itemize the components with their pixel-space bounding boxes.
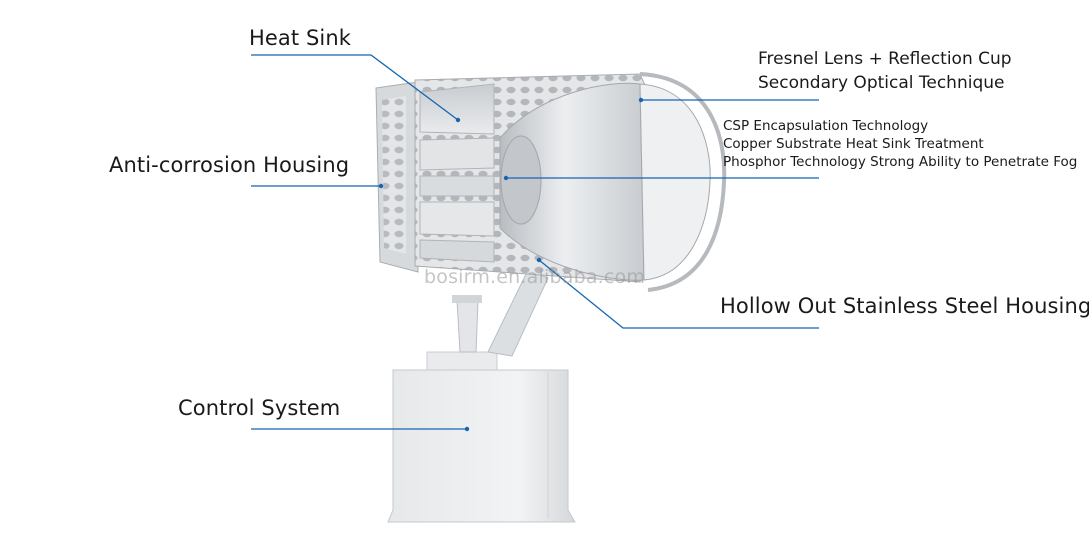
heat-sink-fins (419, 83, 495, 263)
leader-dots (378, 97, 644, 432)
mount-arm (452, 269, 549, 357)
control-box (387, 351, 576, 523)
reflector-cup (499, 72, 727, 292)
leader-hollow (538, 259, 819, 329)
label-phosphor: Phosphor Technology Strong Ability to Pe… (723, 154, 1078, 170)
label-heat-sink: Heat Sink (249, 26, 352, 50)
label-secondary-optical: Secondary Optical Technique (758, 73, 1005, 93)
watermark: bosirm.en.alibaba.com (424, 266, 646, 288)
rear-bracket (375, 81, 419, 273)
label-hollow-housing: Hollow Out Stainless Steel Housing (720, 294, 1089, 318)
label-csp: CSP Encapsulation Technology (723, 118, 929, 134)
label-copper-substrate: Copper Substrate Heat Sink Treatment (723, 136, 984, 152)
label-fresnel-lens: Fresnel Lens + Reflection Cup (758, 49, 1012, 69)
leader-heat-sink (251, 54, 459, 121)
label-control-system: Control System (178, 396, 341, 420)
leader-lines (251, 54, 819, 430)
label-anti-corrosion-housing: Anti-corrosion Housing (109, 153, 350, 177)
